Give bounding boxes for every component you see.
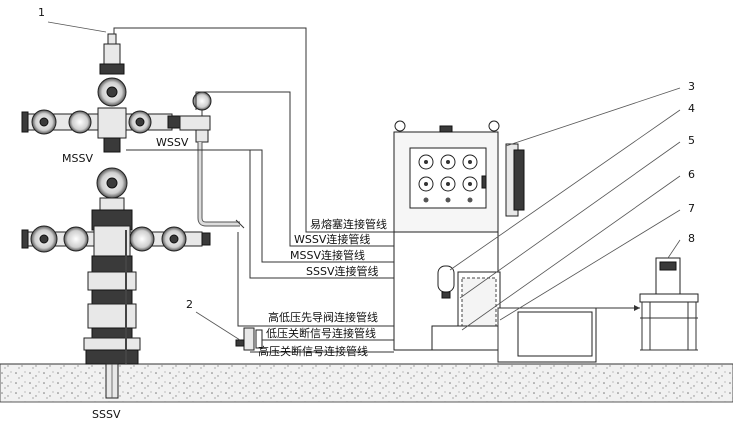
label-high-signal-line: 高压关断信号连接管线 <box>258 344 368 358</box>
reservoir-tank <box>497 307 597 363</box>
callout-5: 5 <box>688 134 695 147</box>
callout-4: 4 <box>688 102 695 115</box>
callout-7: 7 <box>688 202 695 215</box>
christmas-tree <box>21 33 211 399</box>
ground-strip <box>0 363 733 403</box>
label-pilot-line: 高低压先导阀连接管线 <box>268 310 378 324</box>
callout-3: 3 <box>688 80 695 93</box>
wssv-tag: WSSV <box>156 136 189 149</box>
callout-6: 6 <box>688 168 695 181</box>
sssv-tag: SSSV <box>92 408 121 421</box>
label-mssv-line: MSSV连接管线 <box>290 248 365 262</box>
label-sssv-line: SSSV连接管线 <box>306 264 378 278</box>
remote-station <box>639 257 699 351</box>
callout-1: 1 <box>38 6 45 19</box>
label-low-signal-line: 低压关断信号连接管线 <box>266 326 376 340</box>
wssv-actuator <box>167 91 212 143</box>
label-wssv-line: WSSV连接管线 <box>294 232 370 246</box>
callout-2: 2 <box>186 298 193 311</box>
mssv-tag: MSSV <box>62 152 93 165</box>
control-panel-cabinet <box>393 120 525 351</box>
label-fusible-plug-line: 易熔塞连接管线 <box>310 217 387 231</box>
callout-8: 8 <box>688 232 695 245</box>
